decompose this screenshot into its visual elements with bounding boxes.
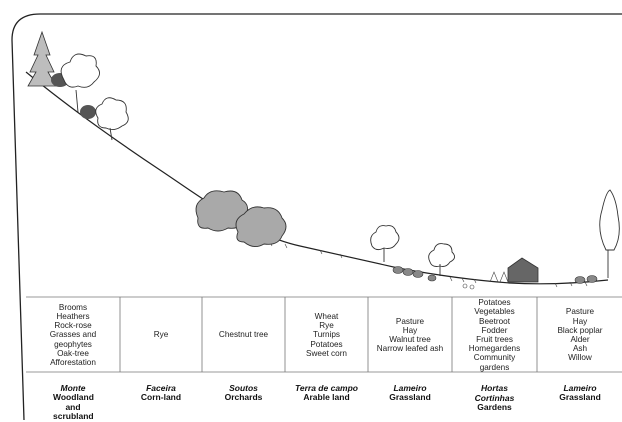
zone-label-monte: Monte Woodland and scrubland (53, 383, 94, 421)
terrain-hatching (269, 241, 588, 288)
uses-cell-lameiro-1: Pasture Hay Walnut tree Narrow leafed as… (376, 316, 444, 354)
vegetables-icon (462, 271, 509, 290)
poplar-tree-icon (599, 189, 620, 278)
zone-label-soutos: Soutos Orchards (224, 383, 263, 402)
conifer-tree-icon (27, 30, 57, 87)
walnut-tree-icon (370, 225, 455, 276)
uses-cell-terra-de-campo: Wheat Rye Turnips Potatoes Sweet corn (306, 311, 347, 358)
zone-label-lameiro-2: Lameiro Grassland (559, 383, 601, 402)
house-icon (507, 257, 539, 283)
uses-cell-soutos: Chestnut tree (218, 330, 269, 340)
oak-tree-icon (60, 53, 129, 141)
uses-cell-faceira: Rye (153, 330, 169, 340)
zone-label-hortas: Hortas Cortinhas Gardens (474, 383, 515, 412)
zones-table-grid (26, 296, 622, 373)
uses-cell-hortas: Potatoes Vegetables Beetroot Fodder Frui… (468, 298, 521, 372)
zone-label-terra-de-campo: Terra de campo Arable land (295, 383, 358, 402)
uses-cell-monte: Brooms Heathers Rock-rose Grasses and ge… (49, 302, 97, 367)
terrain-line (25, 71, 609, 285)
uses-cell-lameiro-2: Pasture Hay Black poplar Alder Ash Willo… (557, 307, 603, 363)
chestnut-tree-icon (195, 190, 287, 247)
zone-label-faceira: Faceira Corn-land (140, 383, 182, 402)
stone-wall-icon (392, 266, 598, 284)
zone-label-lameiro-1: Lameiro Grassland (389, 383, 431, 402)
